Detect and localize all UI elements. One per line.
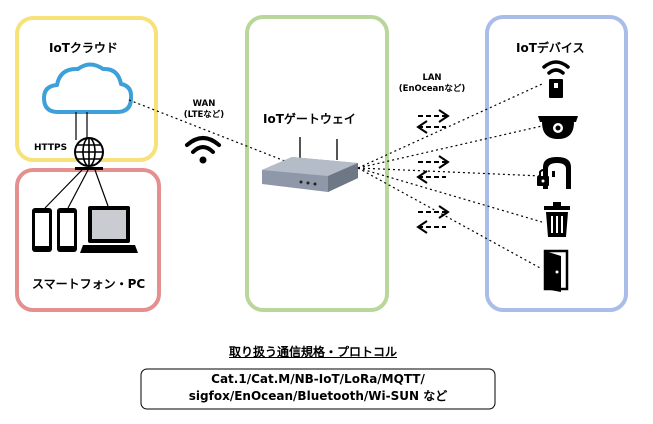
protocol-list: Cat.1/Cat.M/NB-IoT/LoRa/MQTT/ sigfox/EnO… xyxy=(141,371,495,405)
wifi-sensor-icon xyxy=(542,60,570,98)
devices-box xyxy=(485,15,628,312)
lan-label: LAN (EnOceanなど) xyxy=(392,73,472,95)
devices-title: IoTデバイス xyxy=(516,41,585,55)
lan-label-line2: (EnOceanなど) xyxy=(398,84,466,94)
gateway-box xyxy=(245,15,389,312)
protocol-line1: Cat.1/Cat.M/NB-IoT/LoRa/MQTT/ xyxy=(211,372,425,386)
https-label: HTTPS xyxy=(34,143,68,153)
protocol-line2: sigfox/EnOcean/Bluetooth/Wi-SUN など xyxy=(188,389,448,403)
wan-label: WAN (LTEなど) xyxy=(182,99,226,121)
laptop-icon xyxy=(80,206,138,253)
trash-bin-icon xyxy=(544,202,570,237)
smartphone-title: スマートフォン・PC xyxy=(32,277,146,291)
globe-icon xyxy=(74,137,104,170)
cloud-title: IoTクラウド xyxy=(49,41,118,55)
router-icon xyxy=(262,137,358,192)
door-icon xyxy=(543,249,569,292)
smart-lock-icon xyxy=(537,157,571,189)
gateway-title: IoTゲートウェイ xyxy=(263,112,356,126)
protocol-heading: 取り扱う通信規格・プロトコル xyxy=(229,345,398,359)
wan-label-line2: (LTEなど) xyxy=(183,110,225,120)
protocol-box xyxy=(140,368,496,410)
wifi-icon xyxy=(185,136,221,164)
bidirectional-arrow-icon xyxy=(416,109,450,234)
security-camera-icon xyxy=(538,116,578,139)
smartphone-icon xyxy=(57,208,77,252)
cloud-icon xyxy=(42,62,134,114)
smartphone-icon xyxy=(32,208,52,252)
lan-label-line1: LAN xyxy=(422,73,442,83)
wan-label-line1: WAN xyxy=(192,99,216,109)
